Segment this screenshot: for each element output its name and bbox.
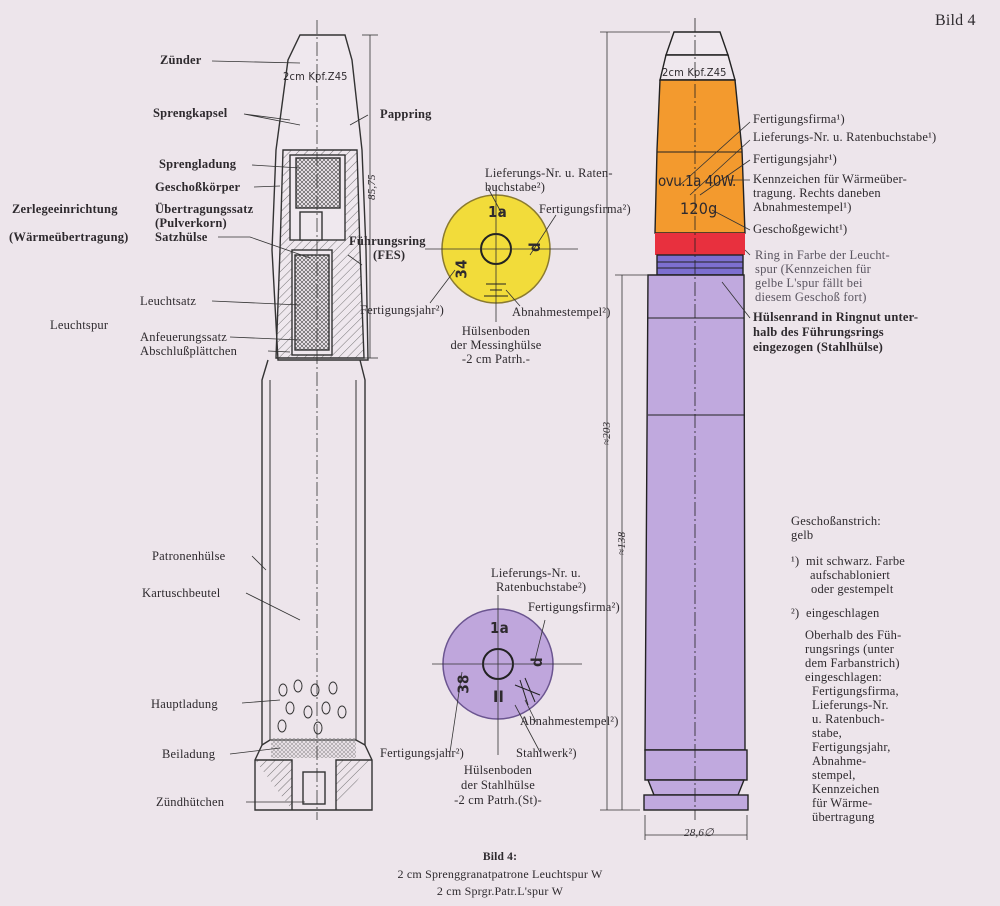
note-anstrich-1: Geschoßanstrich: bbox=[791, 514, 881, 528]
brass-caption-1: Hülsenboden bbox=[461, 324, 531, 338]
right-label-jahr: Fertigungsjahr¹) bbox=[753, 152, 838, 166]
steel-mark-right: d bbox=[527, 657, 546, 667]
label-beiladung: Beiladung bbox=[162, 747, 216, 761]
brass-caption-3: -2 cm Patrh.- bbox=[461, 352, 531, 366]
right-label-kennzeichen-3: Abnahmestempel¹) bbox=[753, 200, 852, 214]
colored-cartridge bbox=[643, 18, 749, 820]
label-sprengladung: Sprengladung bbox=[159, 157, 237, 171]
steel-caption-1: Hülsenboden bbox=[463, 763, 533, 777]
label-uebertragungssatz: Übertragungssatz bbox=[155, 202, 254, 216]
right-label-ring-1: Ring in Farbe der Leucht- bbox=[755, 248, 890, 262]
caption-title: Bild 4: bbox=[482, 851, 518, 863]
footnote-1-line-1: mit schwarz. Farbe bbox=[806, 554, 906, 568]
footnote-1-line-3: oder gestempelt bbox=[811, 582, 894, 596]
dimension-total: ≈203 bbox=[601, 421, 613, 445]
steel-label-stahlwerk: Stahlwerk²) bbox=[516, 746, 577, 760]
steel-base-circle bbox=[432, 595, 582, 755]
right-label-kennzeichen-2: tragung. Rechts daneben bbox=[753, 186, 881, 200]
footnote-2-detail-3: dem Farbanstrich) bbox=[805, 656, 900, 670]
right-label-firma: Fertigungsfirma¹) bbox=[753, 112, 845, 126]
dimension-case: ≈138 bbox=[616, 531, 628, 555]
footnote-2-item: Fertigungsfirma, bbox=[812, 684, 899, 698]
right-label-gewicht: Geschoßgewicht¹) bbox=[753, 222, 848, 236]
right-label-lieferung: Lieferungs-Nr. u. Ratenbuchstabe¹) bbox=[753, 130, 937, 144]
steel-label-stempel: Abnahmestempel²) bbox=[520, 714, 619, 728]
steel-caption-3: -2 cm Patrh.(St)- bbox=[454, 793, 542, 807]
brass-label-lieferung-1: Lieferungs-Nr. u. Raten- bbox=[485, 166, 613, 180]
right-label-huelsenrand-2: halb des Führungsrings bbox=[753, 325, 884, 339]
steel-mark-left: 38 bbox=[454, 674, 473, 694]
brass-label-lieferung-2: buchstabe²) bbox=[485, 180, 546, 194]
label-hauptladung: Hauptladung bbox=[151, 697, 218, 711]
label-fes: (FES) bbox=[373, 248, 406, 262]
steel-label-lieferung-2: Ratenbuchstabe²) bbox=[496, 580, 587, 594]
sectional-cartridge bbox=[254, 20, 378, 820]
body-marking: ovu.1a 40W. bbox=[658, 172, 736, 190]
right-label-ring-2: spur (Kennzeichen für bbox=[755, 262, 871, 276]
footnote-2-item: Fertigungsjahr, bbox=[812, 740, 891, 754]
steel-caption-2: der Stahlhülse bbox=[461, 778, 535, 792]
footnote-2-item: Kennzeichen bbox=[812, 782, 880, 796]
footnote-2-detail-1: Oberhalb des Füh- bbox=[805, 628, 902, 642]
footnote-1-mark: ¹) bbox=[791, 554, 800, 568]
right-label-huelsenrand-1: Hülsenrand in Ringnut unter- bbox=[753, 310, 919, 324]
footnote-2-mark: ²) bbox=[791, 606, 800, 620]
steel-mark-top: 1a bbox=[490, 619, 509, 637]
footnote-2-item: übertragung bbox=[812, 810, 875, 824]
steel-label-lieferung-1: Lieferungs-Nr. u. bbox=[491, 566, 581, 580]
label-satzhuelse: Satzhülse bbox=[155, 230, 208, 244]
right-label-ring-4: diesem Geschoß fort) bbox=[755, 290, 867, 304]
brass-label-jahr: Fertigungsjahr²) bbox=[360, 303, 445, 317]
dimension-diameter: 28,6∅ bbox=[684, 827, 714, 839]
label-zuender: Zünder bbox=[160, 53, 202, 67]
brass-label-firma: Fertigungsfirma²) bbox=[539, 202, 631, 216]
brass-mark-left: 34 bbox=[452, 259, 471, 279]
brass-base-circle bbox=[425, 185, 578, 322]
label-leuchtspur: Leuchtspur bbox=[50, 318, 109, 332]
label-leuchtsatz: Leuchtsatz bbox=[140, 294, 197, 308]
label-geschosskoerper: Geschoßkörper bbox=[155, 180, 241, 194]
steel-label-jahr: Fertigungsjahr²) bbox=[380, 746, 465, 760]
leader-lines bbox=[211, 60, 369, 803]
footnote-2-item: Lieferungs-Nr. bbox=[812, 698, 889, 712]
label-kartuschbeutel: Kartuschbeutel bbox=[142, 586, 221, 600]
label-zerlegeeinrichtung: Zerlegeeinrichtung bbox=[12, 202, 118, 216]
caption-line-1: 2 cm Sprenggranatpatrone Leuchtspur W bbox=[397, 867, 603, 881]
dimension-lines bbox=[600, 31, 751, 840]
brass-label-stempel: Abnahmestempel²) bbox=[512, 305, 611, 319]
brass-mark-right: d bbox=[525, 242, 544, 252]
weight-marking: 120g bbox=[680, 199, 718, 218]
label-anfeuerungssatz: Anfeuerungssatz bbox=[140, 330, 227, 344]
brass-caption-2: der Messinghülse bbox=[450, 338, 542, 352]
footnote-2-detail-2: rungsrings (unter bbox=[805, 642, 895, 656]
footnote-2-detail-4: eingeschlagen: bbox=[805, 670, 883, 684]
steel-mark-bottom: II bbox=[493, 687, 505, 706]
dimension-length: 85,75 bbox=[366, 174, 378, 200]
footnote-2-item: stabe, bbox=[812, 726, 843, 740]
figure-tag: Bild 4 bbox=[935, 12, 976, 29]
right-label-kennzeichen-1: Kennzeichen für Wärmeüber- bbox=[753, 172, 907, 186]
brass-mark-top: 1a bbox=[488, 203, 507, 221]
caption-line-2: 2 cm Sprgr.Patr.L'spur W bbox=[436, 884, 564, 898]
right-label-ring-3: gelbe L'spur fällt bei bbox=[755, 276, 863, 290]
footnote-2: eingeschlagen bbox=[806, 606, 880, 620]
label-pappring: Pappring bbox=[380, 107, 432, 121]
footnote-1-line-2: aufschabloniert bbox=[810, 568, 891, 582]
steel-label-firma: Fertigungsfirma²) bbox=[528, 600, 620, 614]
right-label-huelsenrand-3: eingezogen (Stahlhülse) bbox=[753, 340, 883, 354]
label-zuendhuetchen: Zündhütchen bbox=[156, 795, 225, 809]
fuze-marking: 2cm Kpf.Z45 bbox=[283, 70, 348, 83]
label-sprengkapsel: Sprengkapsel bbox=[153, 106, 228, 120]
label-fuehrungsring: Führungsring bbox=[349, 234, 426, 248]
label-waermeuebertragung: (Wärmeübertragung) bbox=[9, 230, 129, 244]
label-abschlussplaettchen: Abschlußplättchen bbox=[140, 344, 238, 358]
footnote-2-item: Abnahme- bbox=[812, 754, 867, 768]
right-fuze-marking: 2cm Kpf.Z45 bbox=[662, 66, 727, 79]
note-anstrich-2: gelb bbox=[791, 528, 814, 542]
footnote-2-item: für Wärme- bbox=[812, 796, 873, 810]
footnote-2-item: u. Ratenbuch- bbox=[812, 712, 885, 726]
footnote-2-item: stempel, bbox=[812, 768, 856, 782]
label-patronenhuelse: Patronenhülse bbox=[152, 549, 226, 563]
label-pulverkorn: (Pulverkorn) bbox=[155, 216, 227, 230]
